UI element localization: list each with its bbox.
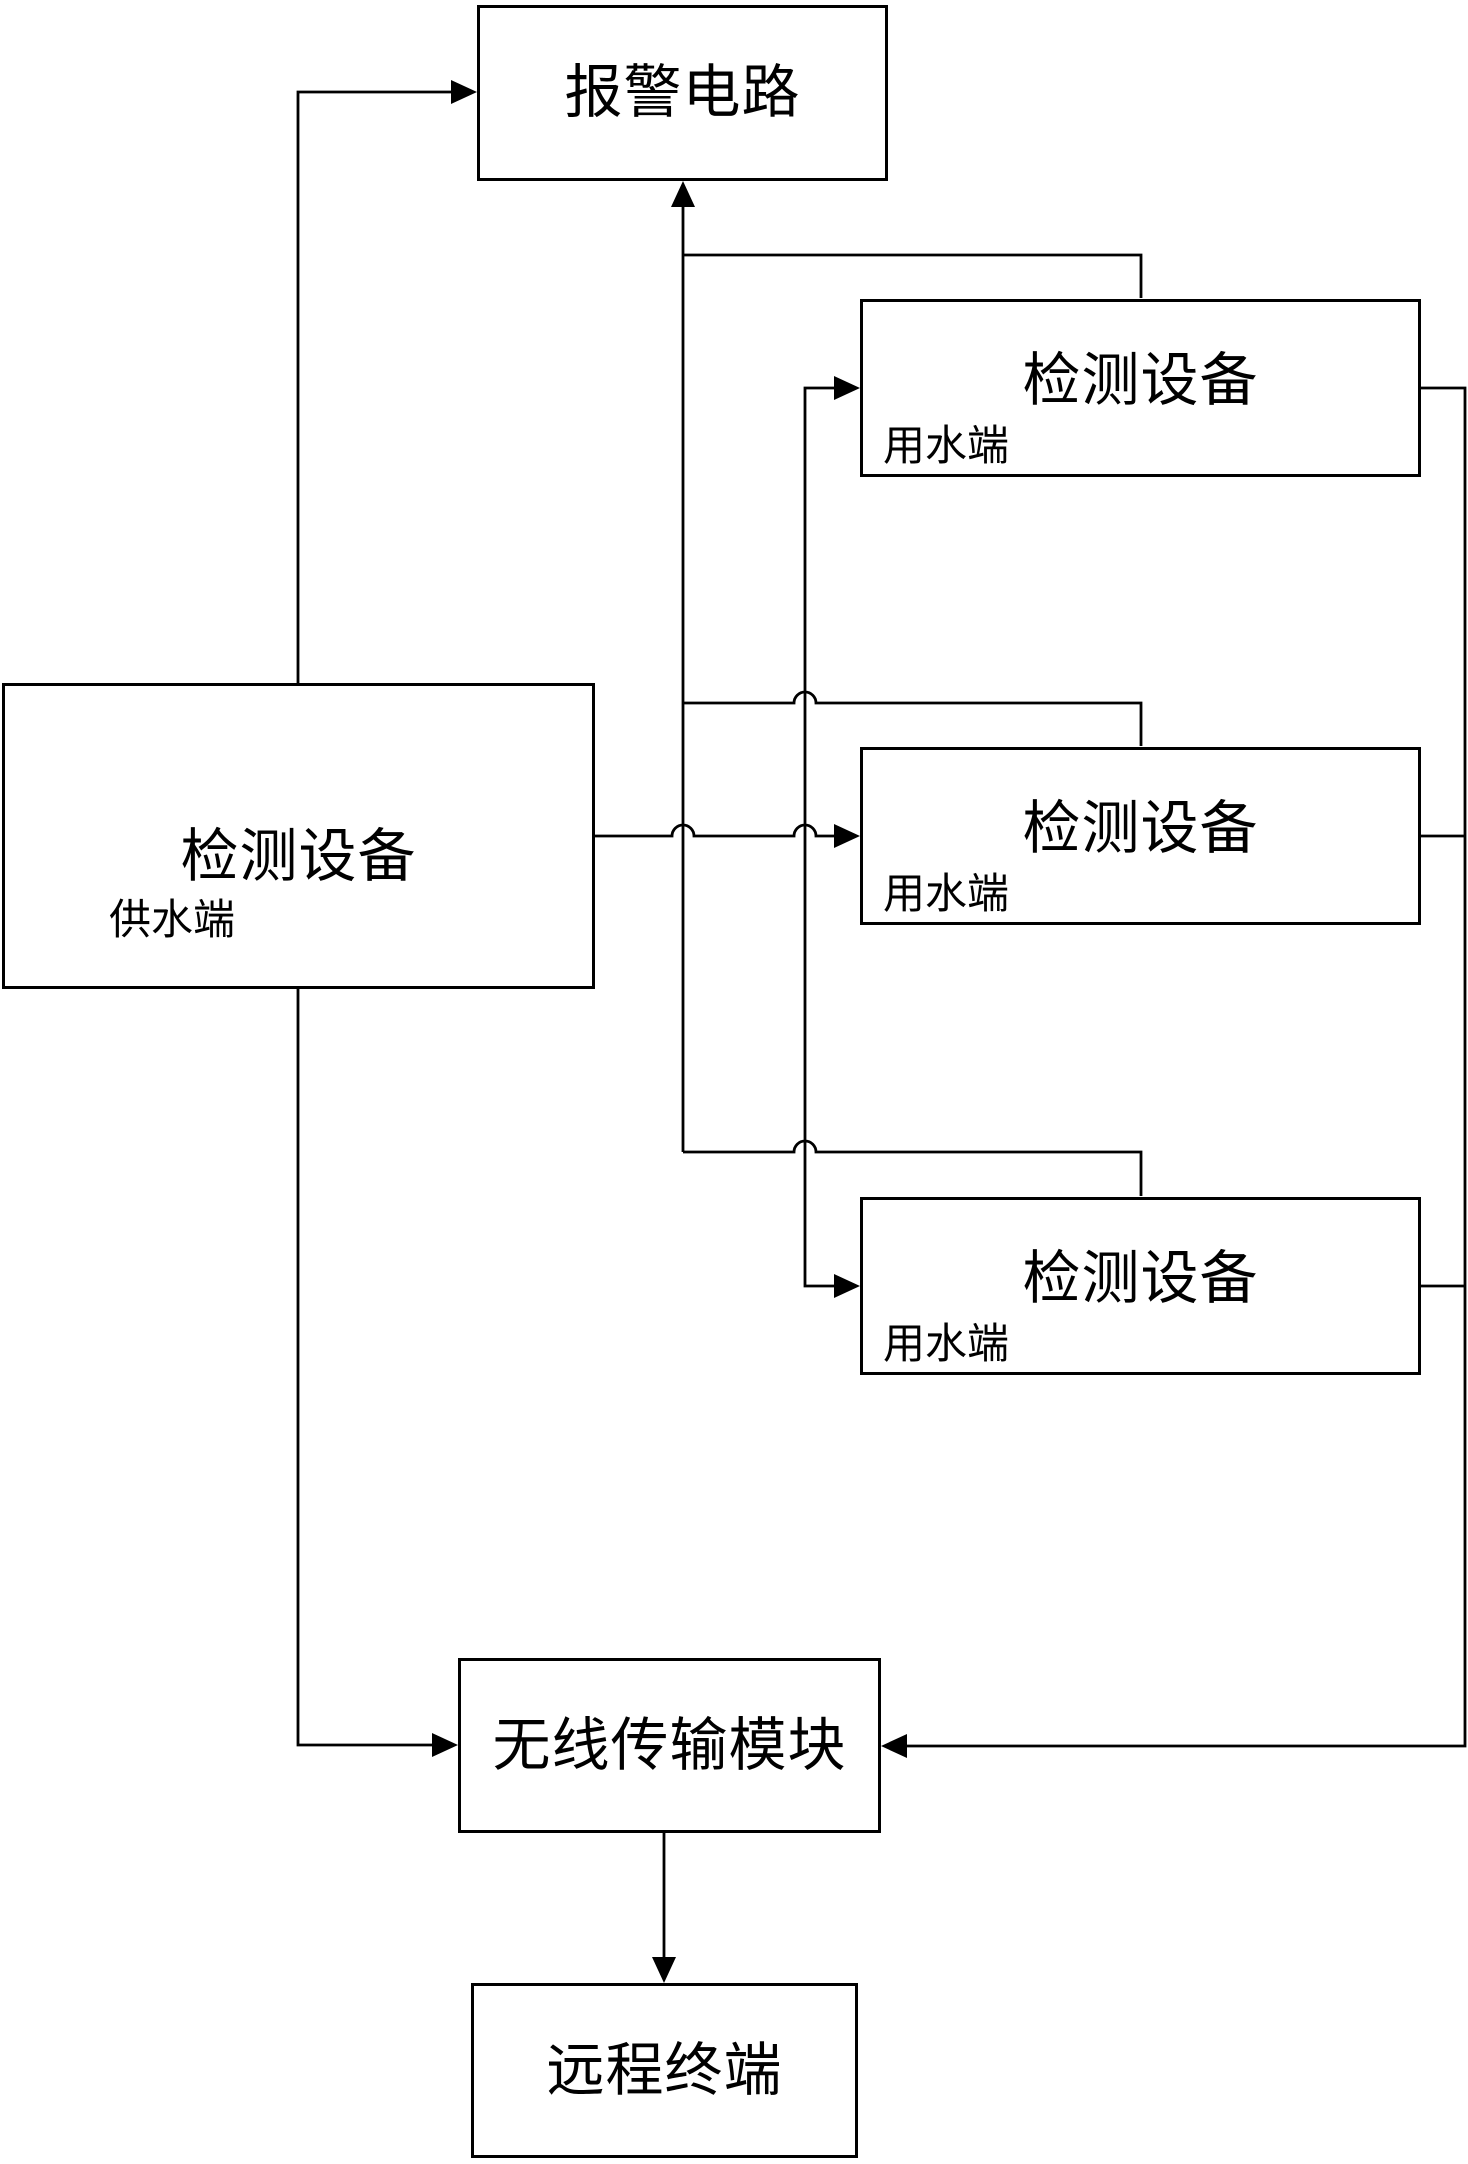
connector-wireless-to-terminal — [652, 1833, 676, 1983]
consumer-detector-box-2: 检测设备 用水端 — [860, 747, 1421, 925]
remote-terminal-label: 远程终端 — [546, 2037, 783, 2103]
remote-terminal-box: 远程终端 — [471, 1983, 858, 2158]
wireless-module-box: 无线传输模块 — [458, 1658, 881, 1833]
consumer-detector-2-sublabel: 用水端 — [883, 872, 1010, 918]
supply-detector-label: 检测设备 — [180, 824, 417, 889]
supply-detector-sublabel: 供水端 — [109, 898, 236, 944]
supply-detector-box: 检测设备 供水端 — [2, 683, 595, 989]
consumer-detector-3-label: 检测设备 — [1022, 1246, 1259, 1311]
consumer-detector-box-1: 检测设备 用水端 — [860, 299, 1421, 477]
alarm-circuit-label: 报警电路 — [564, 60, 801, 125]
consumer-detector-box-3: 检测设备 用水端 — [860, 1197, 1421, 1375]
consumer-detector-2-label: 检测设备 — [1022, 796, 1259, 861]
wireless-module-label: 无线传输模块 — [492, 1712, 847, 1778]
connector-consumers-to-wireless — [881, 386, 1467, 1758]
consumer-detector-3-sublabel: 用水端 — [883, 1322, 1010, 1368]
connector-feeder-consumer1-consumer3 — [803, 376, 860, 1298]
connector-supply-to-alarm — [296, 80, 477, 683]
alarm-circuit-box: 报警电路 — [477, 5, 888, 181]
consumer-detector-1-sublabel: 用水端 — [883, 424, 1010, 470]
consumer-detector-1-label: 检测设备 — [1022, 348, 1259, 413]
connector-supply-to-wireless — [296, 989, 458, 1757]
connector-supply-to-consumer2 — [595, 823, 860, 848]
